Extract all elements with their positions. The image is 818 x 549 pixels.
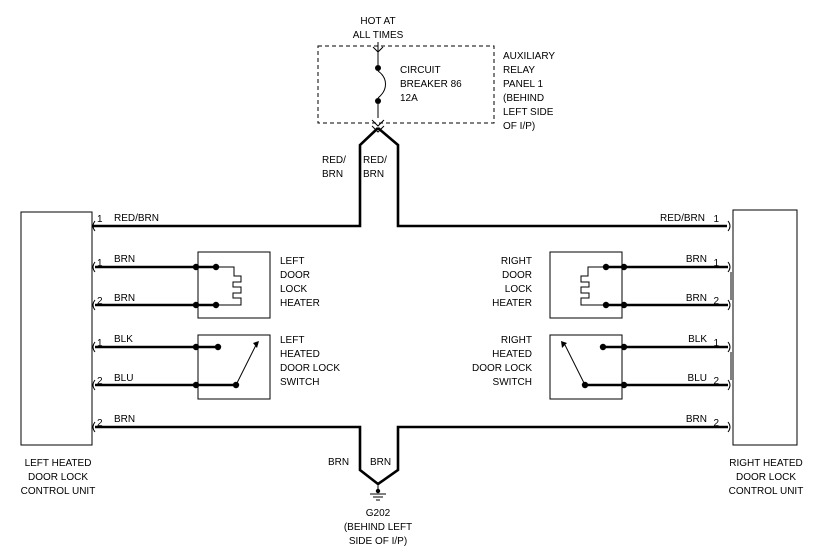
svg-text:DOOR: DOOR — [280, 270, 310, 281]
right-control-unit-label: RIGHT HEATED DOOR LOCK CONTROL UNIT — [729, 458, 804, 497]
ground-location-line2: SIDE OF I/P) — [349, 536, 407, 547]
svg-text:DOOR LOCK: DOOR LOCK — [28, 472, 88, 483]
svg-text:1: 1 — [713, 214, 719, 225]
svg-text:AUXILIARY: AUXILIARY — [503, 51, 555, 62]
svg-text:RELAY: RELAY — [503, 65, 535, 76]
right-wire-blu: BLU — [688, 373, 707, 384]
svg-text:LEFT: LEFT — [280, 256, 304, 267]
left-door-lock-heater: LEFT DOOR LOCK HEATER — [95, 251, 320, 319]
svg-text:RIGHT: RIGHT — [501, 335, 532, 346]
circuit-breaker-86: CIRCUIT BREAKER 86 12A — [375, 52, 462, 118]
ground-name: G202 — [366, 508, 391, 519]
svg-text:LOCK: LOCK — [505, 284, 533, 295]
right-heated-door-lock-switch: RIGHT HEATED DOOR LOCK SWITCH — [472, 334, 728, 400]
svg-text:OF I/P): OF I/P) — [503, 121, 535, 132]
panel-connector-icon — [371, 119, 385, 127]
pin-terminal-icon — [92, 220, 96, 232]
left-wire-brn-2: BRN — [114, 293, 135, 304]
left-pins: 1 1 2 1 2 2 RED/BRN BRN BRN BLK BLU BRN — [91, 213, 159, 433]
svg-text:2: 2 — [713, 376, 719, 387]
left-wire-blk: BLK — [114, 334, 133, 345]
hot-label-line1: HOT AT — [360, 16, 395, 27]
relay-panel-label: AUXILIARY RELAY PANEL 1 (BEHIND LEFT SID… — [503, 51, 555, 132]
right-switch-box — [549, 334, 623, 400]
heater-element-icon — [216, 266, 242, 306]
svg-text:2: 2 — [713, 296, 719, 307]
svg-text:LEFT SIDE: LEFT SIDE — [503, 107, 554, 118]
svg-text:CONTROL UNIT: CONTROL UNIT — [729, 486, 804, 497]
svg-text:1: 1 — [97, 214, 103, 225]
svg-text:LEFT HEATED: LEFT HEATED — [25, 458, 92, 469]
svg-text:DOOR LOCK: DOOR LOCK — [280, 363, 340, 374]
breaker-contact-bottom — [375, 98, 381, 104]
ground-wire: BRN BRN — [95, 425, 728, 486]
right-pins: 1 1 2 1 2 2 RED/BRN BRN BRN BLK BLU BRN — [660, 213, 732, 433]
svg-text:DOOR LOCK: DOOR LOCK — [472, 363, 532, 374]
breaker-label-line3: 12A — [400, 93, 418, 104]
svg-text:LEFT: LEFT — [280, 335, 304, 346]
ground-g202: G202 (BEHIND LEFT SIDE OF I/P) — [344, 484, 412, 547]
hot-label-line2: ALL TIMES — [353, 30, 404, 41]
svg-text:SWITCH: SWITCH — [280, 377, 319, 388]
ground-left-wire-label: BRN — [328, 457, 349, 468]
right-door-lock-heater: RIGHT DOOR LOCK HEATER — [492, 251, 728, 319]
svg-text:2: 2 — [97, 296, 103, 307]
breaker-bimetal-icon — [377, 70, 386, 99]
right-heater-box — [549, 251, 623, 319]
svg-text:2: 2 — [97, 418, 103, 429]
right-control-unit — [732, 209, 798, 446]
svg-text:(BEHIND: (BEHIND — [503, 93, 544, 104]
svg-text:HEATER: HEATER — [280, 298, 320, 309]
right-wire-brn-1: BRN — [686, 254, 707, 265]
svg-text:HEATED: HEATED — [280, 349, 320, 360]
svg-text:1: 1 — [97, 258, 103, 269]
svg-text:CONTROL UNIT: CONTROL UNIT — [21, 486, 96, 497]
svg-text:RIGHT HEATED: RIGHT HEATED — [729, 458, 803, 469]
left-wire-red-brn: RED/BRN — [114, 213, 159, 224]
svg-text:HEATED: HEATED — [492, 349, 532, 360]
right-wire-blk: BLK — [688, 334, 707, 345]
right-wire-brn-2: BRN — [686, 293, 707, 304]
svg-text:PANEL 1: PANEL 1 — [503, 79, 543, 90]
ground-icon — [375, 488, 381, 494]
heater-element-icon — [580, 266, 606, 306]
svg-text:1: 1 — [97, 338, 103, 349]
svg-text:2: 2 — [713, 418, 719, 429]
feed-wire: RED/ BRN RED/ BRN — [92, 127, 727, 228]
left-wire-blu: BLU — [114, 373, 133, 384]
left-heater-box — [197, 251, 271, 319]
power-source: HOT AT ALL TIMES — [353, 16, 404, 53]
svg-text:SWITCH: SWITCH — [493, 377, 532, 388]
left-wire-brn-ground: BRN — [114, 414, 135, 425]
svg-text:DOOR LOCK: DOOR LOCK — [736, 472, 796, 483]
svg-text:1: 1 — [713, 338, 719, 349]
svg-text:DOOR: DOOR — [502, 270, 532, 281]
left-control-unit — [20, 211, 93, 446]
svg-text:LOCK: LOCK — [280, 284, 308, 295]
feed-left-label-line1: RED/ — [322, 155, 346, 166]
left-control-unit-label: LEFT HEATED DOOR LOCK CONTROL UNIT — [21, 458, 96, 497]
feed-right-label-line1: RED/ — [363, 155, 387, 166]
feed-left-label-line2: BRN — [322, 169, 343, 180]
svg-text:HEATER: HEATER — [492, 298, 532, 309]
svg-text:2: 2 — [97, 376, 103, 387]
left-wire-brn-1: BRN — [114, 254, 135, 265]
switch-contact-icon — [564, 344, 586, 386]
right-wire-red-brn: RED/BRN — [660, 213, 705, 224]
right-wire-brn-ground: BRN — [686, 414, 707, 425]
ground-right-wire-label: BRN — [370, 457, 391, 468]
left-heated-door-lock-switch: LEFT HEATED DOOR LOCK SWITCH — [95, 334, 340, 400]
left-switch-box — [197, 334, 271, 400]
svg-text:RIGHT: RIGHT — [501, 256, 532, 267]
ground-location-line1: (BEHIND LEFT — [344, 522, 412, 533]
feed-right-label-line2: BRN — [363, 169, 384, 180]
breaker-label-line1: CIRCUIT — [400, 65, 441, 76]
breaker-contact-top — [375, 65, 381, 71]
relay-panel-box — [317, 45, 495, 124]
switch-contact-icon — [235, 344, 257, 386]
svg-text:1: 1 — [713, 258, 719, 269]
breaker-label-line2: BREAKER 86 — [400, 79, 462, 90]
